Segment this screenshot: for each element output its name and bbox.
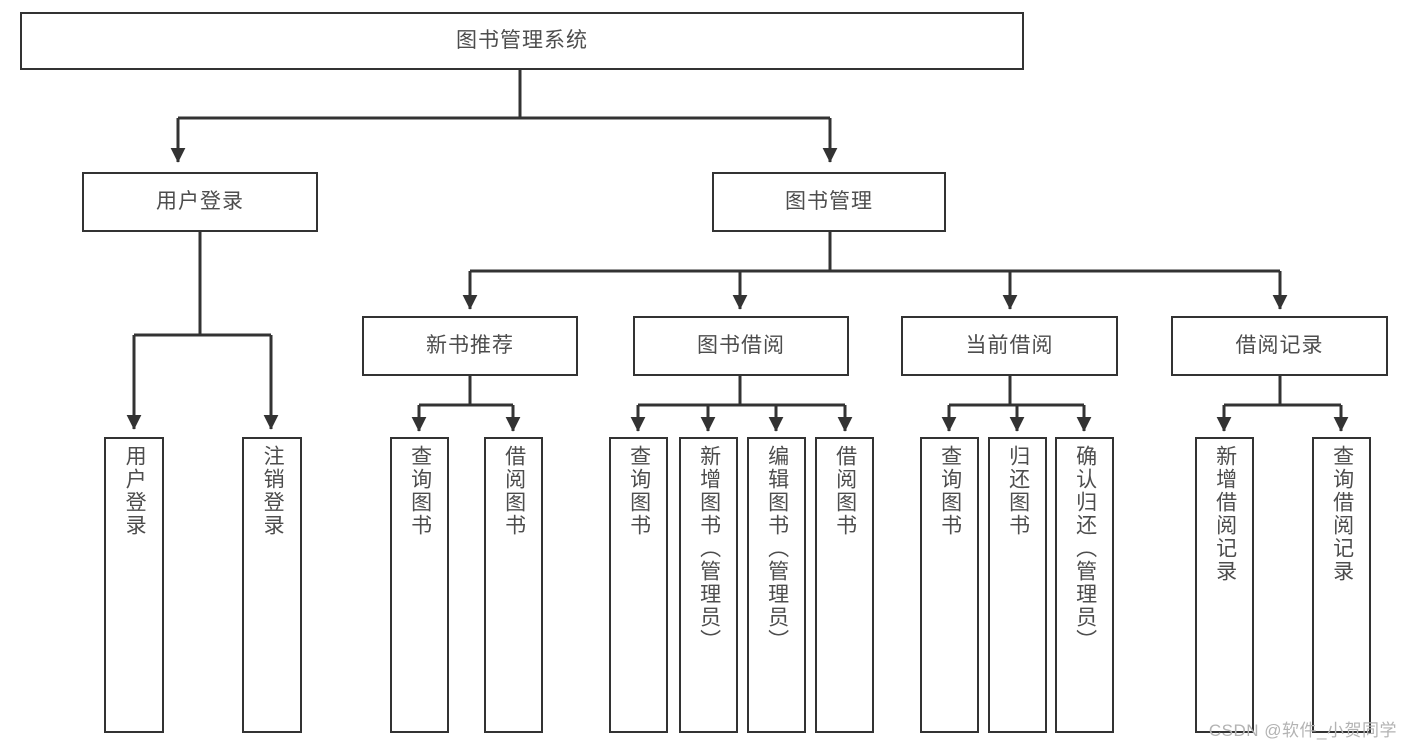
node-book-management[interactable]: 图书管理 [712,172,946,232]
leaf-user-login-login[interactable]: 用户登录 [104,437,164,733]
node-new-book-recommend[interactable]: 新书推荐 [362,316,578,376]
leaf-current-confirm-return-admin[interactable]: 确认归还（管理员） [1055,437,1114,733]
leaf-borrow-borrow-book[interactable]: 借阅图书 [815,437,874,733]
node-label: 查询图书 [408,445,432,537]
node-user-login[interactable]: 用户登录 [82,172,318,232]
node-label: 借阅图书 [833,445,857,537]
node-label: 用户登录 [156,190,244,214]
leaf-records-query-record[interactable]: 查询借阅记录 [1312,437,1371,733]
node-root-system[interactable]: 图书管理系统 [20,12,1024,70]
leaf-current-return-book[interactable]: 归还图书 [988,437,1047,733]
node-label: 当前借阅 [965,334,1054,358]
node-label: 图书借阅 [697,334,785,358]
node-current-borrow[interactable]: 当前借阅 [901,316,1118,376]
leaf-borrow-add-book-admin[interactable]: 新增图书（管理员） [679,437,738,733]
node-label: 图书管理 [785,190,873,214]
watermark: CSDN @软件_小贺同学 [1208,721,1397,740]
leaf-recommend-borrow-book[interactable]: 借阅图书 [484,437,543,733]
leaf-user-login-logout[interactable]: 注销登录 [242,437,302,733]
node-label: 新增借阅记录 [1213,445,1237,583]
node-label: 借阅图书 [502,445,526,537]
node-label: 查询图书 [938,445,962,537]
node-label: 确认归还（管理员） [1073,445,1097,652]
node-book-borrow[interactable]: 图书借阅 [633,316,849,376]
leaf-current-query-book[interactable]: 查询图书 [920,437,979,733]
node-label: 新书推荐 [426,334,514,358]
leaf-borrow-edit-book-admin[interactable]: 编辑图书（管理员） [747,437,806,733]
node-label: 新增图书（管理员） [697,445,721,652]
node-borrow-records[interactable]: 借阅记录 [1171,316,1388,376]
node-label: 查询图书 [627,445,651,537]
node-label: 注销登录 [261,445,285,537]
node-label: 编辑图书（管理员） [765,445,789,652]
node-label: 归还图书 [1006,445,1030,537]
node-label: 查询借阅记录 [1330,445,1354,583]
node-label: 图书管理系统 [456,29,588,53]
leaf-recommend-query-book[interactable]: 查询图书 [390,437,449,733]
node-label: 用户登录 [123,445,147,537]
node-label: 借阅记录 [1235,334,1324,358]
leaf-borrow-query-book[interactable]: 查询图书 [609,437,668,733]
leaf-records-add-record[interactable]: 新增借阅记录 [1195,437,1254,733]
